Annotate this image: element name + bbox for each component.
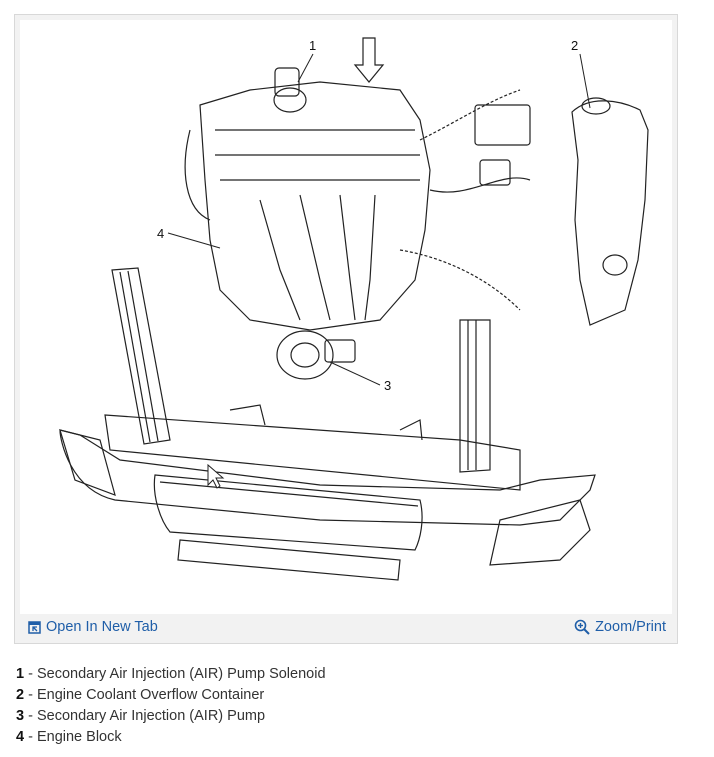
zoom-print-link[interactable]: Zoom/Print <box>574 619 666 635</box>
zoom-print-label: Zoom/Print <box>595 619 666 635</box>
engine-illustration: 1 2 3 4 <box>59 37 649 581</box>
open-new-tab-link[interactable]: Open In New Tab <box>28 619 158 635</box>
callout-leaders <box>167 53 591 386</box>
engine-diagram: 1 2 3 4 <box>20 20 672 614</box>
legend-number: 1 <box>16 666 25 682</box>
figure-toolbar: Open In New Tab Zoom/Print <box>20 615 672 641</box>
legend-number: 4 <box>16 729 25 745</box>
legend-number: 3 <box>16 708 25 724</box>
legend-text: Secondary Air Injection (AIR) Pump Solen… <box>36 666 326 682</box>
callout-1: 1 <box>309 38 316 53</box>
legend-text: Engine Block <box>36 729 122 745</box>
legend-number: 2 <box>16 687 25 703</box>
callout-2: 2 <box>571 38 578 53</box>
legend-text: Secondary Air Injection (AIR) Pump <box>36 708 266 724</box>
legend-item: 1 - Secondary Air Injection (AIR) Pump S… <box>16 666 326 682</box>
engine-block-drawing <box>59 37 649 581</box>
legend-text: Engine Coolant Overflow Container <box>36 687 265 703</box>
zoom-icon <box>574 619 590 635</box>
new-tab-icon <box>28 620 41 634</box>
legend-item: 2 - Engine Coolant Overflow Container <box>16 687 265 703</box>
callout-4: 4 <box>157 226 164 241</box>
legend-item: 3 - Secondary Air Injection (AIR) Pump <box>16 708 266 724</box>
parts-legend: 1 - Secondary Air Injection (AIR) Pump S… <box>16 664 706 748</box>
legend-item: 4 - Engine Block <box>16 729 122 745</box>
callout-3: 3 <box>384 378 391 393</box>
figure-frame: 1 2 3 4 Open In New Tab Zoom/Print <box>14 14 678 644</box>
open-new-tab-label: Open In New Tab <box>46 619 158 635</box>
